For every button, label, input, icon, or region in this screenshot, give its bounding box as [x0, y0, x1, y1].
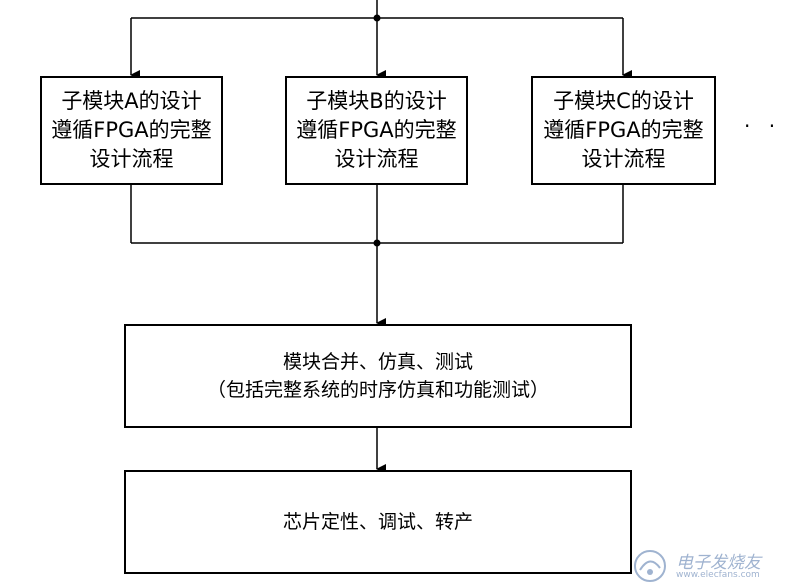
watermark-logo-icon	[634, 550, 666, 582]
submodule-a-line-2: 遵循FPGA的完整	[51, 118, 212, 142]
submodule-b-line-2: 遵循FPGA的完整	[296, 118, 457, 142]
submodule-a-line-1: 子模块A的设计	[61, 89, 202, 113]
final-box-label: 芯片定性、调试、转产	[282, 511, 473, 533]
watermark-cn-text: 电子发烧友	[676, 553, 761, 573]
chip-qualification-box: 芯片定性、调试、转产	[124, 470, 632, 574]
watermark: 电子发烧友 www.elecfans.com	[632, 548, 782, 584]
submodule-b-line-1: 子模块B的设计	[306, 89, 447, 113]
submodule-c-line-1: 子模块C的设计	[553, 89, 694, 113]
more-submodules-ellipsis: · · ·	[744, 114, 785, 138]
submodule-a-box: 子模块A的设计 遵循FPGA的完整 设计流程	[40, 76, 223, 185]
submodule-b-box: 子模块B的设计 遵循FPGA的完整 设计流程	[285, 76, 468, 185]
merge-box-line-2: （包括完整系统的时序仿真和功能测试）	[206, 379, 549, 401]
merge-simulate-test-box: 模块合并、仿真、测试 （包括完整系统的时序仿真和功能测试）	[124, 324, 632, 428]
submodule-c-line-2: 遵循FPGA的完整	[543, 118, 704, 142]
junction-dot-bottom	[373, 239, 381, 247]
submodule-c-line-3: 设计流程	[581, 147, 666, 171]
merge-box-line-1: 模块合并、仿真、测试	[282, 351, 473, 373]
watermark-en-text: www.elecfans.com	[676, 570, 760, 580]
submodule-c-box: 子模块C的设计 遵循FPGA的完整 设计流程	[531, 76, 716, 185]
submodule-b-line-3: 设计流程	[334, 147, 419, 171]
submodule-a-line-3: 设计流程	[89, 147, 174, 171]
junction-dot-top	[373, 14, 381, 22]
